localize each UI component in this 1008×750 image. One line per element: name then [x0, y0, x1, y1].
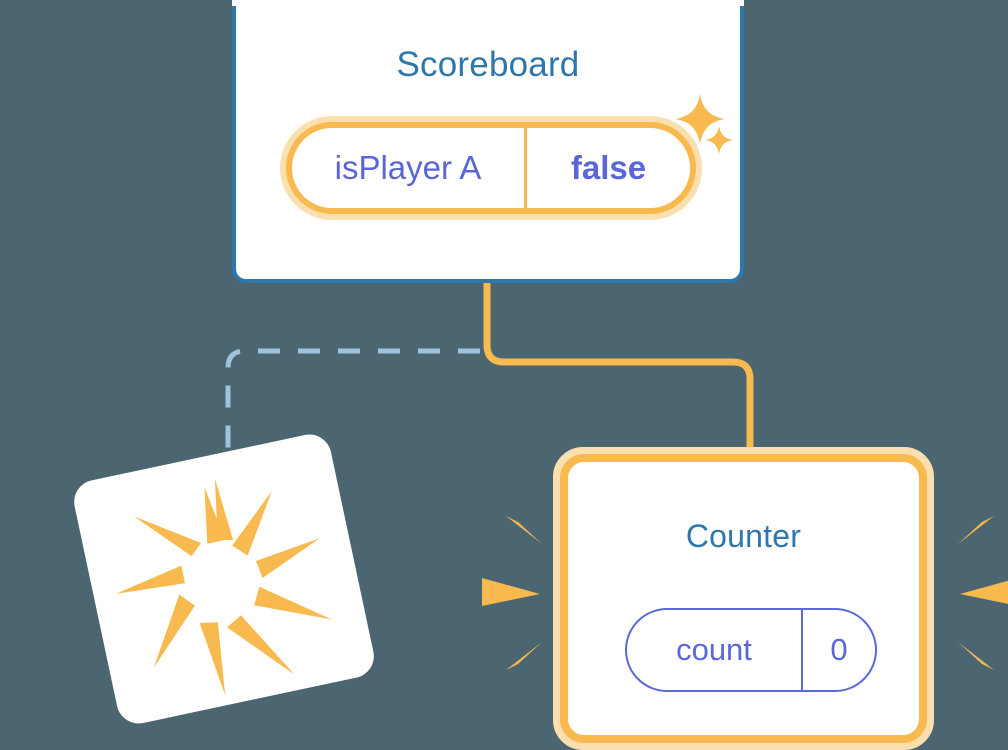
counter-burst-right-icon [958, 516, 1008, 670]
scoreboard-card[interactable]: Scoreboard isPlayer A false [232, 0, 744, 283]
counter-pill[interactable]: count 0 [625, 608, 877, 692]
counter-card[interactable]: Counter count 0 [553, 447, 934, 750]
scoreboard-pill-inner-ring: isPlayer A false [286, 122, 696, 214]
blank-card[interactable] [70, 430, 378, 728]
scoreboard-pill-value: false [570, 149, 647, 186]
counter-pill-divider [801, 610, 803, 690]
counter-card-inner-ring: Counter count 0 [560, 454, 927, 743]
counter-burst-left-icon [482, 516, 542, 670]
sparkle-large-icon [675, 94, 725, 144]
scoreboard-pill-divider [524, 128, 527, 208]
counter-pill-key: count [676, 632, 752, 667]
scoreboard-pill[interactable]: isPlayer A false [280, 116, 702, 220]
connector-scoreboard-to-counter [483, 283, 754, 455]
counter-title: Counter [685, 518, 802, 554]
scoreboard-pill-outer-ring [280, 116, 702, 220]
scoreboard-pill-key: isPlayer A [334, 149, 482, 186]
counter-pill-value: 0 [830, 632, 848, 667]
blank-card-burst-icon [115, 478, 332, 696]
scoreboard-title: Scoreboard [396, 45, 580, 84]
sparkle-small-icon [705, 126, 733, 154]
connector-scoreboard-to-blank-card [225, 348, 480, 500]
counter-card-outer-ring [553, 447, 934, 750]
